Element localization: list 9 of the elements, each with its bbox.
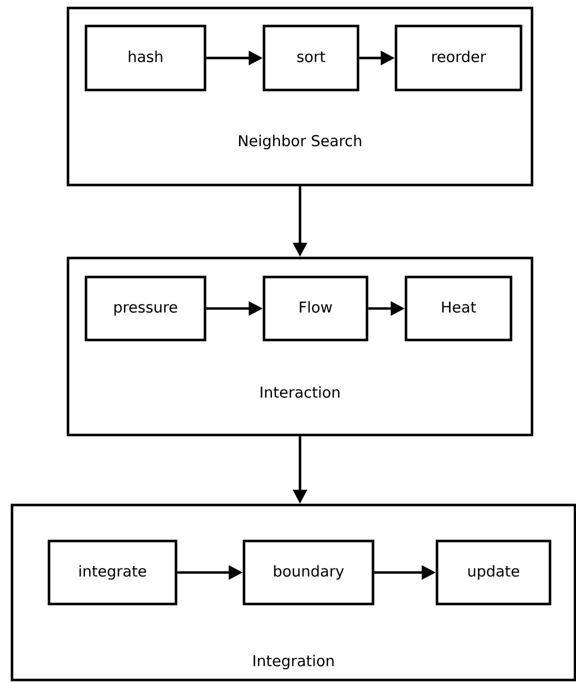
process-box: boundary xyxy=(242,540,374,606)
process-box: update xyxy=(436,540,552,606)
process-box: hash xyxy=(84,24,206,92)
process-box: reorder xyxy=(394,24,522,92)
process-box: Heat xyxy=(404,276,512,342)
process-box: sort xyxy=(262,24,360,92)
process-box: Flow xyxy=(262,276,368,342)
process-box: integrate xyxy=(48,540,178,606)
process-box: pressure xyxy=(84,276,206,342)
